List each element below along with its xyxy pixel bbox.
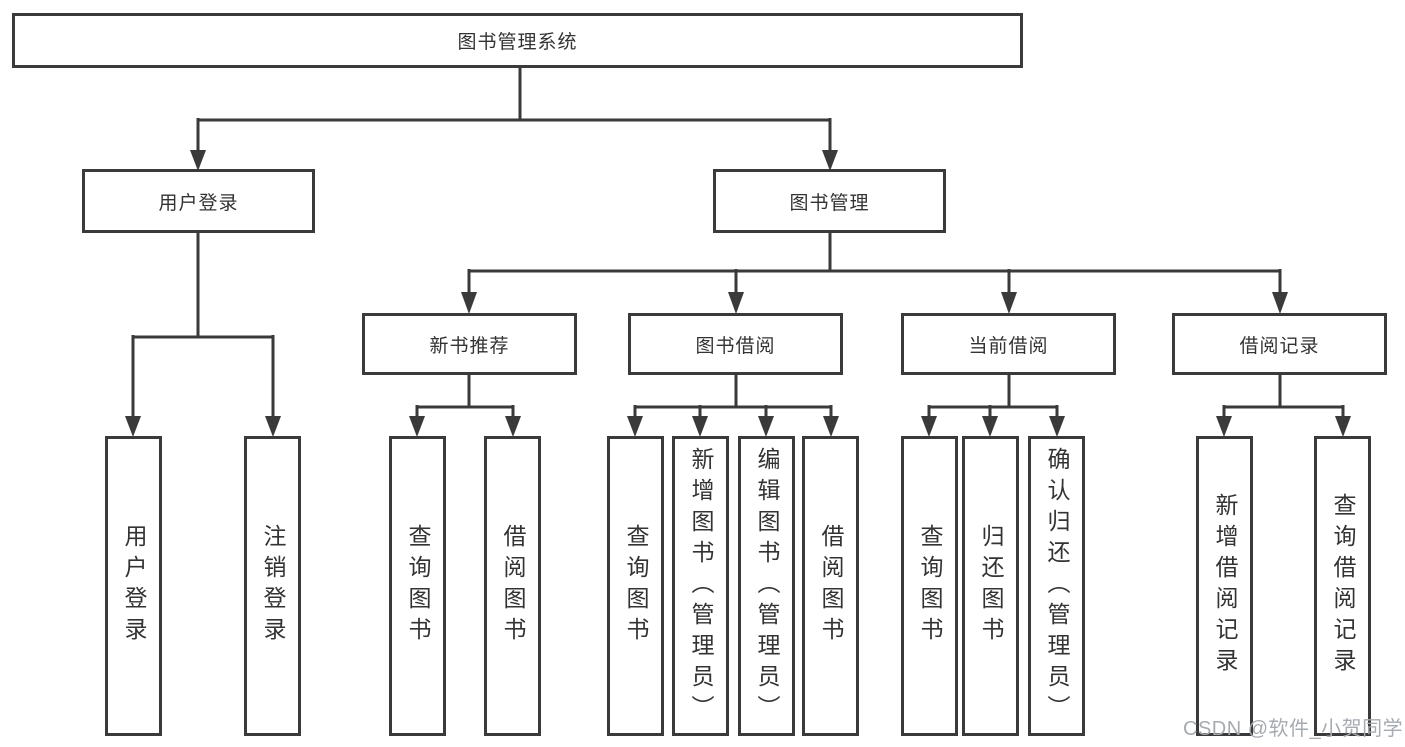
connector-book-management-split (461, 231, 1288, 314)
node-book-borrowing: 图书借阅 (628, 313, 843, 375)
node-user-login: 用户登录 (82, 169, 315, 233)
node-current-borrowing: 当前借阅 (901, 313, 1116, 375)
connector-user-login-split (125, 231, 281, 437)
leaf-query-borrow-record: 查询借阅记录 (1314, 436, 1371, 736)
leaf-add-borrow-record: 新增借阅记录 (1196, 436, 1253, 736)
node-borrowing-records: 借阅记录 (1172, 313, 1387, 375)
connector-new-book-recommend-split (409, 373, 521, 437)
node-book-management: 图书管理 (713, 169, 946, 233)
connector-book-borrowing-split (627, 373, 839, 437)
connector-borrowing-records-split (1216, 373, 1351, 437)
leaf-borrow-books: 借阅图书 (802, 436, 859, 736)
node-new-book-recommend: 新书推荐 (362, 313, 577, 375)
connector-current-borrowing-split (921, 373, 1065, 437)
leaf-borrow-books-recommend: 借阅图书 (484, 436, 541, 736)
leaf-add-books-admin: 新增图书（管理员） (672, 436, 729, 736)
leaf-query-books-borrowing: 查询图书 (607, 436, 664, 736)
leaf-logout: 注销登录 (244, 436, 301, 736)
leaf-edit-books-admin: 编辑图书（管理员） (738, 436, 795, 736)
connector-root-split (190, 66, 838, 171)
leaf-user-login: 用户登录 (105, 436, 162, 736)
leaf-query-books-recommend: 查询图书 (389, 436, 446, 736)
node-library-management-system: 图书管理系统 (12, 13, 1023, 68)
watermark: CSDN @软件_小贺同学 (1183, 718, 1404, 740)
leaf-confirm-return-admin: 确认归还（管理员） (1028, 436, 1085, 736)
leaf-return-books: 归还图书 (962, 436, 1019, 736)
leaf-query-books-current: 查询图书 (901, 436, 958, 736)
